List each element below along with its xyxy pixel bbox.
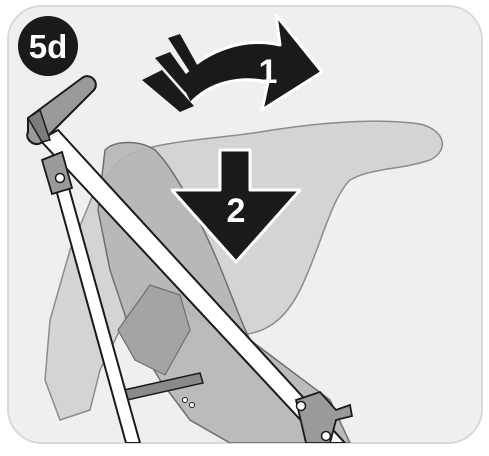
bracket-pivot	[297, 402, 306, 411]
step-badge-label: 5d	[29, 28, 68, 65]
footrest-dot	[190, 403, 195, 408]
footrest-dot	[183, 398, 188, 403]
arrow-1-number: 1	[259, 53, 278, 91]
arrow-2-number: 2	[227, 192, 246, 230]
bracket-pivot	[322, 432, 331, 441]
hinge-pivot	[56, 174, 65, 183]
